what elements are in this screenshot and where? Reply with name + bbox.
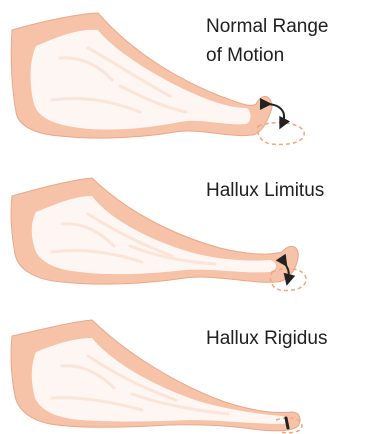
label-normal-line-1: Normal Range <box>206 15 329 39</box>
label-hallux-limitus: Hallux Limitus <box>206 179 324 203</box>
rigid-arrow-icon <box>286 418 288 428</box>
label-hallux-rigidus: Hallux Rigidus <box>206 327 327 351</box>
foot-normal-toe-lowered <box>258 123 305 145</box>
label-normal-line-2: of Motion <box>206 44 284 68</box>
